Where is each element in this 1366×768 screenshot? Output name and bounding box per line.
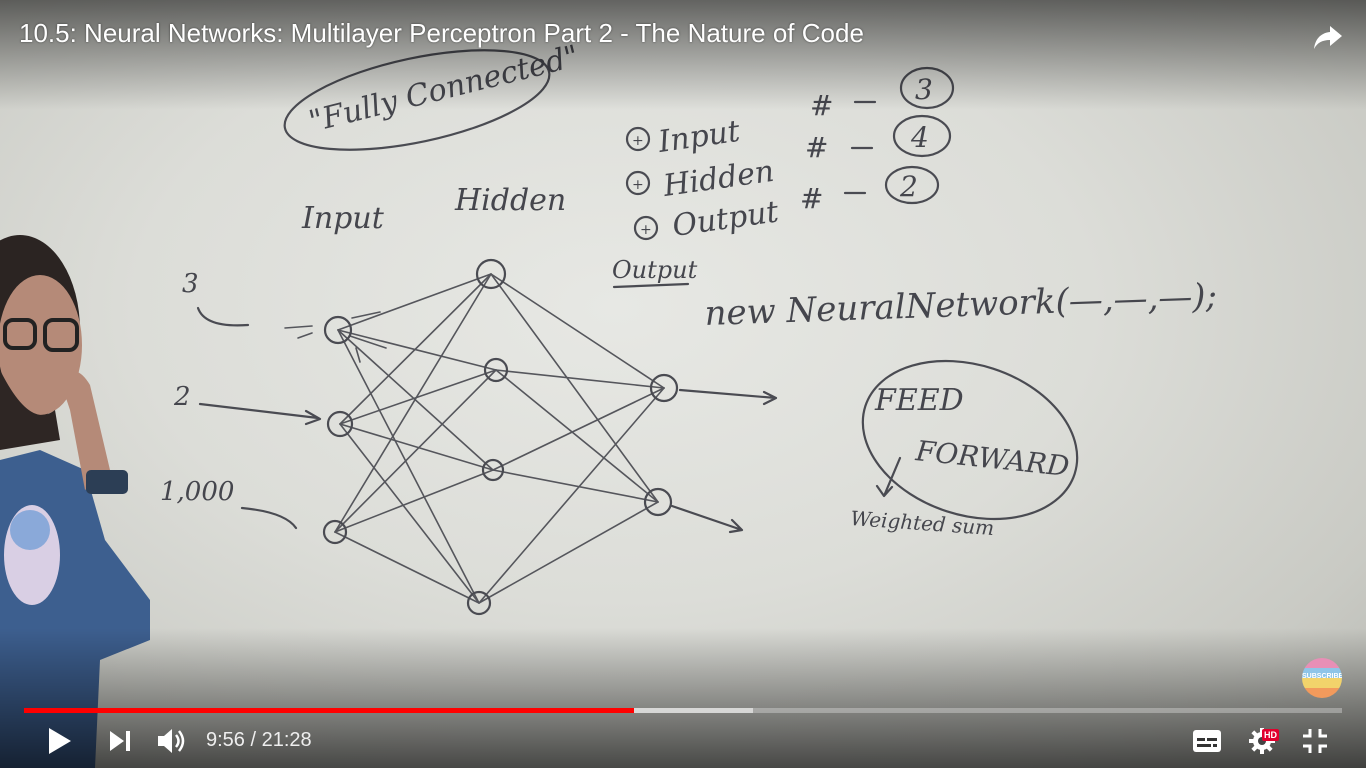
count-output: 2 — [899, 170, 918, 203]
hd-badge: HD — [1262, 729, 1279, 741]
feed-label: FEED — [874, 383, 964, 418]
count-input: 3 — [915, 73, 933, 106]
input-value-1000: 1,000 — [160, 477, 234, 507]
input-column-label: Input — [301, 201, 385, 236]
count-hash-3: # — [800, 182, 823, 215]
captions-icon — [1193, 730, 1221, 752]
count-hash-2: # — [805, 131, 828, 164]
share-button[interactable] — [1310, 18, 1346, 54]
input-value-3: 3 — [182, 269, 199, 299]
duration: 21:28 — [261, 729, 312, 751]
subscribe-watermark[interactable]: SUBSCRIBE — [1302, 658, 1342, 698]
svg-text:+: + — [632, 133, 644, 149]
network-connections — [334, 273, 778, 604]
next-icon — [110, 731, 130, 751]
time-separator: / — [250, 729, 262, 751]
volume-button[interactable] — [156, 726, 188, 756]
count-hash-1: # — [810, 89, 833, 122]
captions-button[interactable] — [1192, 729, 1222, 753]
video-title[interactable]: 10.5: Neural Networks: Multilayer Percep… — [19, 18, 864, 48]
input-value-2: 2 — [173, 382, 191, 412]
progress-bar[interactable] — [24, 708, 1342, 713]
legend-input: Input — [655, 114, 743, 160]
volume-icon — [158, 729, 185, 753]
svg-text:+: + — [632, 177, 644, 193]
svg-text:+: + — [640, 222, 652, 238]
output-underlined-label: Output — [612, 256, 698, 284]
play-button[interactable] — [44, 726, 74, 756]
network-nodes — [322, 258, 679, 616]
legend-output: Output — [670, 194, 781, 244]
forward-label: FORWARD — [913, 434, 1071, 483]
subscribe-label: SUBSCRIBE — [1302, 673, 1342, 680]
fully-connected-label: "Fully Connected" — [305, 39, 582, 140]
exit-fullscreen-icon — [1303, 729, 1327, 753]
presenter-figure — [0, 235, 150, 768]
next-button[interactable] — [108, 730, 132, 752]
count-hidden: 4 — [910, 121, 929, 154]
play-icon — [49, 728, 71, 754]
progress-played — [24, 708, 635, 713]
weighted-sum-label: Weighted sum — [850, 506, 995, 540]
hidden-column-label: Hidden — [454, 183, 566, 218]
exit-fullscreen-button[interactable] — [1302, 728, 1328, 754]
time-display: 9:56 / 21:28 — [206, 729, 312, 752]
new-network-code: new NeuralNetwork(—,—,—); — [704, 276, 1218, 334]
current-time: 9:56 — [206, 729, 245, 751]
share-icon — [1314, 26, 1342, 49]
